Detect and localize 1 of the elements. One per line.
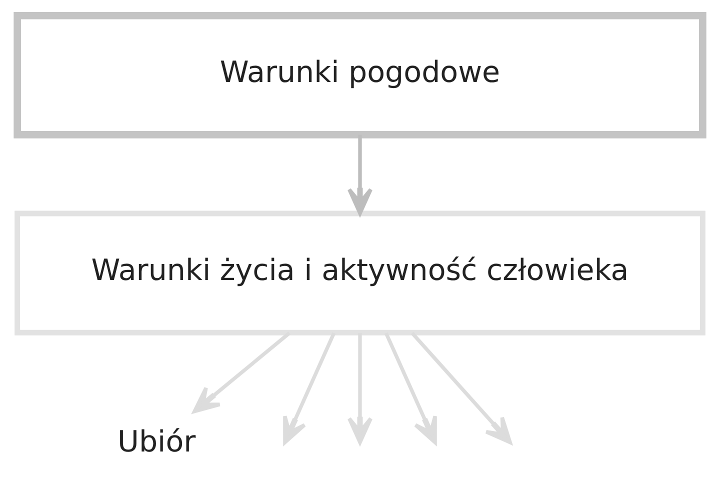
node-text: Ubiór bbox=[117, 424, 196, 458]
